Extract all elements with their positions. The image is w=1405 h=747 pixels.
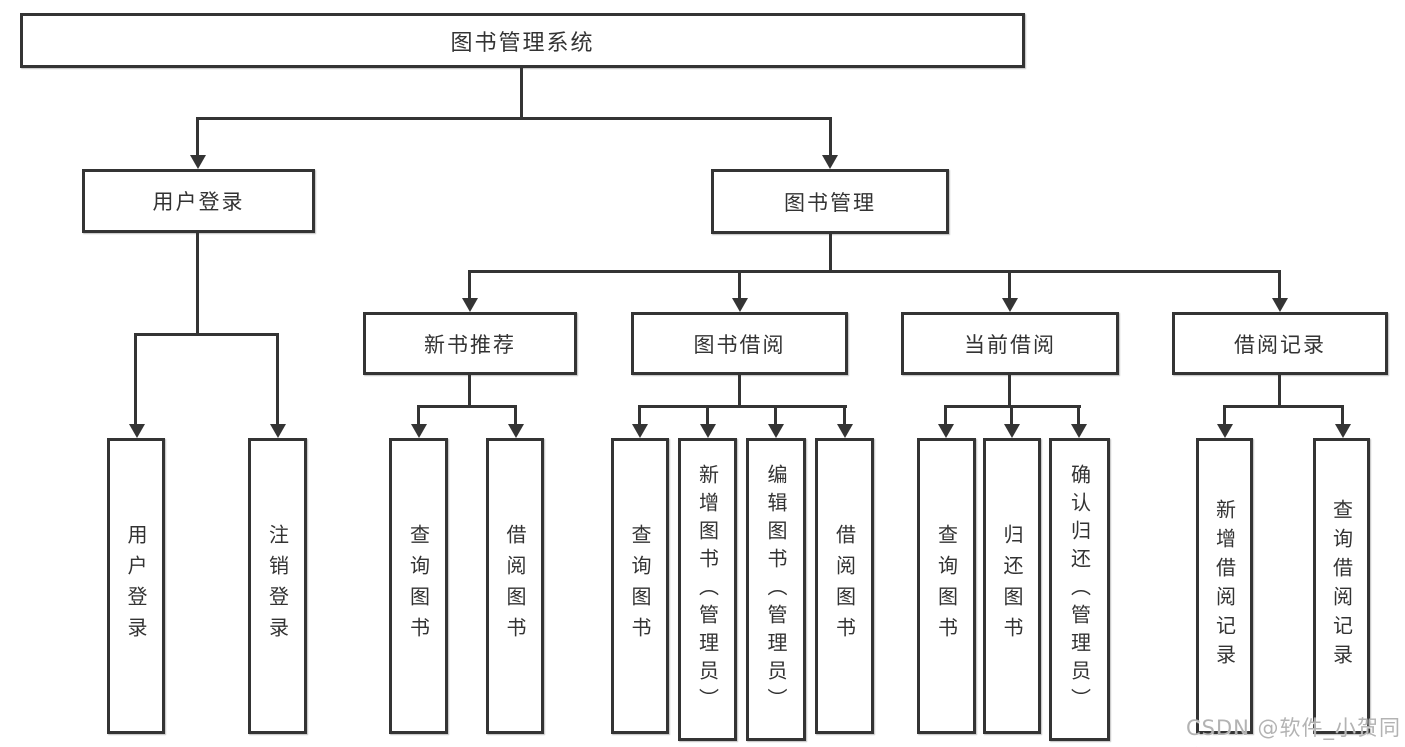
connector-line [774, 405, 777, 425]
connector-line [1341, 405, 1344, 425]
connector-line [843, 405, 846, 425]
connector-line [1010, 405, 1013, 425]
node-book-management: 图书管理 [711, 169, 949, 234]
node-book-borrowing: 图书借阅 [631, 312, 848, 375]
arrowhead-down-icon [732, 298, 748, 312]
leaf-label: 借阅图书 [832, 524, 857, 648]
leaf-query-books: 查询图书 [611, 438, 669, 734]
leaf-label: 查询图书 [934, 524, 959, 648]
leaf-return-books: 归还图书 [983, 438, 1041, 734]
connector-line [276, 333, 279, 425]
connector-line [738, 270, 741, 300]
leaf-label: 注销登录 [265, 524, 290, 648]
connector-line [1278, 375, 1281, 408]
node-new-book-recommendation: 新书推荐 [363, 312, 577, 375]
connector-line [738, 375, 741, 408]
connector-line [1223, 405, 1226, 425]
connector-line [638, 405, 641, 425]
leaf-label: 用户登录 [124, 524, 148, 648]
leaf-logout: 注销登录 [248, 438, 307, 734]
connector-line [944, 405, 947, 425]
connector-line [1008, 270, 1011, 300]
connector-line [196, 233, 199, 336]
leaf-label: 归还图书 [1000, 524, 1024, 648]
connector-line [196, 117, 832, 120]
connector-line [1223, 405, 1344, 408]
connector-line [196, 117, 199, 157]
node-current-borrowing: 当前借阅 [901, 312, 1119, 375]
leaf-label: 确认归还（管理员） [1067, 463, 1092, 716]
connector-line [829, 117, 832, 157]
arrowhead-down-icon [411, 424, 427, 438]
connector-line [134, 333, 279, 336]
connector-line [706, 405, 709, 425]
node-root-system: 图书管理系统 [20, 13, 1025, 68]
leaf-query-books: 查询图书 [917, 438, 976, 734]
connector-line [134, 333, 137, 425]
leaf-confirm-return-admin: 确认归还（管理员） [1049, 438, 1110, 741]
arrowhead-down-icon [508, 424, 524, 438]
connector-line [417, 405, 517, 408]
arrowhead-down-icon [700, 424, 716, 438]
arrowhead-down-icon [1071, 424, 1087, 438]
leaf-label: 查询图书 [406, 524, 431, 648]
leaf-user-login: 用户登录 [107, 438, 165, 734]
leaf-edit-books-admin: 编辑图书（管理员） [746, 438, 806, 741]
arrowhead-down-icon [1272, 298, 1288, 312]
leaf-borrow-books: 借阅图书 [815, 438, 874, 734]
connector-line [1008, 375, 1011, 408]
leaf-add-books-admin: 新增图书（管理员） [678, 438, 737, 741]
connector-line [1278, 270, 1281, 300]
connector-line [468, 375, 471, 408]
arrowhead-down-icon [837, 424, 853, 438]
arrowhead-down-icon [190, 155, 206, 169]
node-user-login: 用户登录 [82, 169, 315, 233]
leaf-query-books: 查询图书 [389, 438, 448, 734]
connector-line [638, 405, 847, 408]
connector-line [520, 68, 523, 118]
connector-line [514, 405, 517, 425]
leaf-label: 新增借阅记录 [1212, 499, 1237, 673]
connector-line [468, 270, 471, 300]
leaf-add-borrow-record: 新增借阅记录 [1196, 438, 1253, 734]
arrowhead-down-icon [938, 424, 954, 438]
csdn-watermark: CSDN @软件_小贺同学 [1186, 716, 1402, 747]
leaf-label: 查询图书 [628, 524, 652, 648]
arrowhead-down-icon [1004, 424, 1020, 438]
leaf-borrow-books: 借阅图书 [486, 438, 544, 734]
arrowhead-down-icon [822, 155, 838, 169]
connector-line [829, 234, 832, 273]
leaf-query-borrow-record: 查询借阅记录 [1313, 438, 1370, 734]
arrowhead-down-icon [1002, 298, 1018, 312]
arrowhead-down-icon [1217, 424, 1233, 438]
connector-line [1077, 405, 1080, 425]
arrowhead-down-icon [129, 424, 145, 438]
connector-line [468, 270, 1281, 273]
leaf-label: 查询借阅记录 [1329, 499, 1354, 673]
leaf-label: 新增图书（管理员） [695, 463, 720, 716]
leaf-label: 编辑图书（管理员） [764, 463, 788, 716]
arrowhead-down-icon [1335, 424, 1351, 438]
connector-line [417, 405, 420, 425]
leaf-label: 借阅图书 [503, 524, 527, 648]
arrowhead-down-icon [768, 424, 784, 438]
arrowhead-down-icon [462, 298, 478, 312]
arrowhead-down-icon [270, 424, 286, 438]
arrowhead-down-icon [632, 424, 648, 438]
node-borrowing-records: 借阅记录 [1172, 312, 1388, 375]
